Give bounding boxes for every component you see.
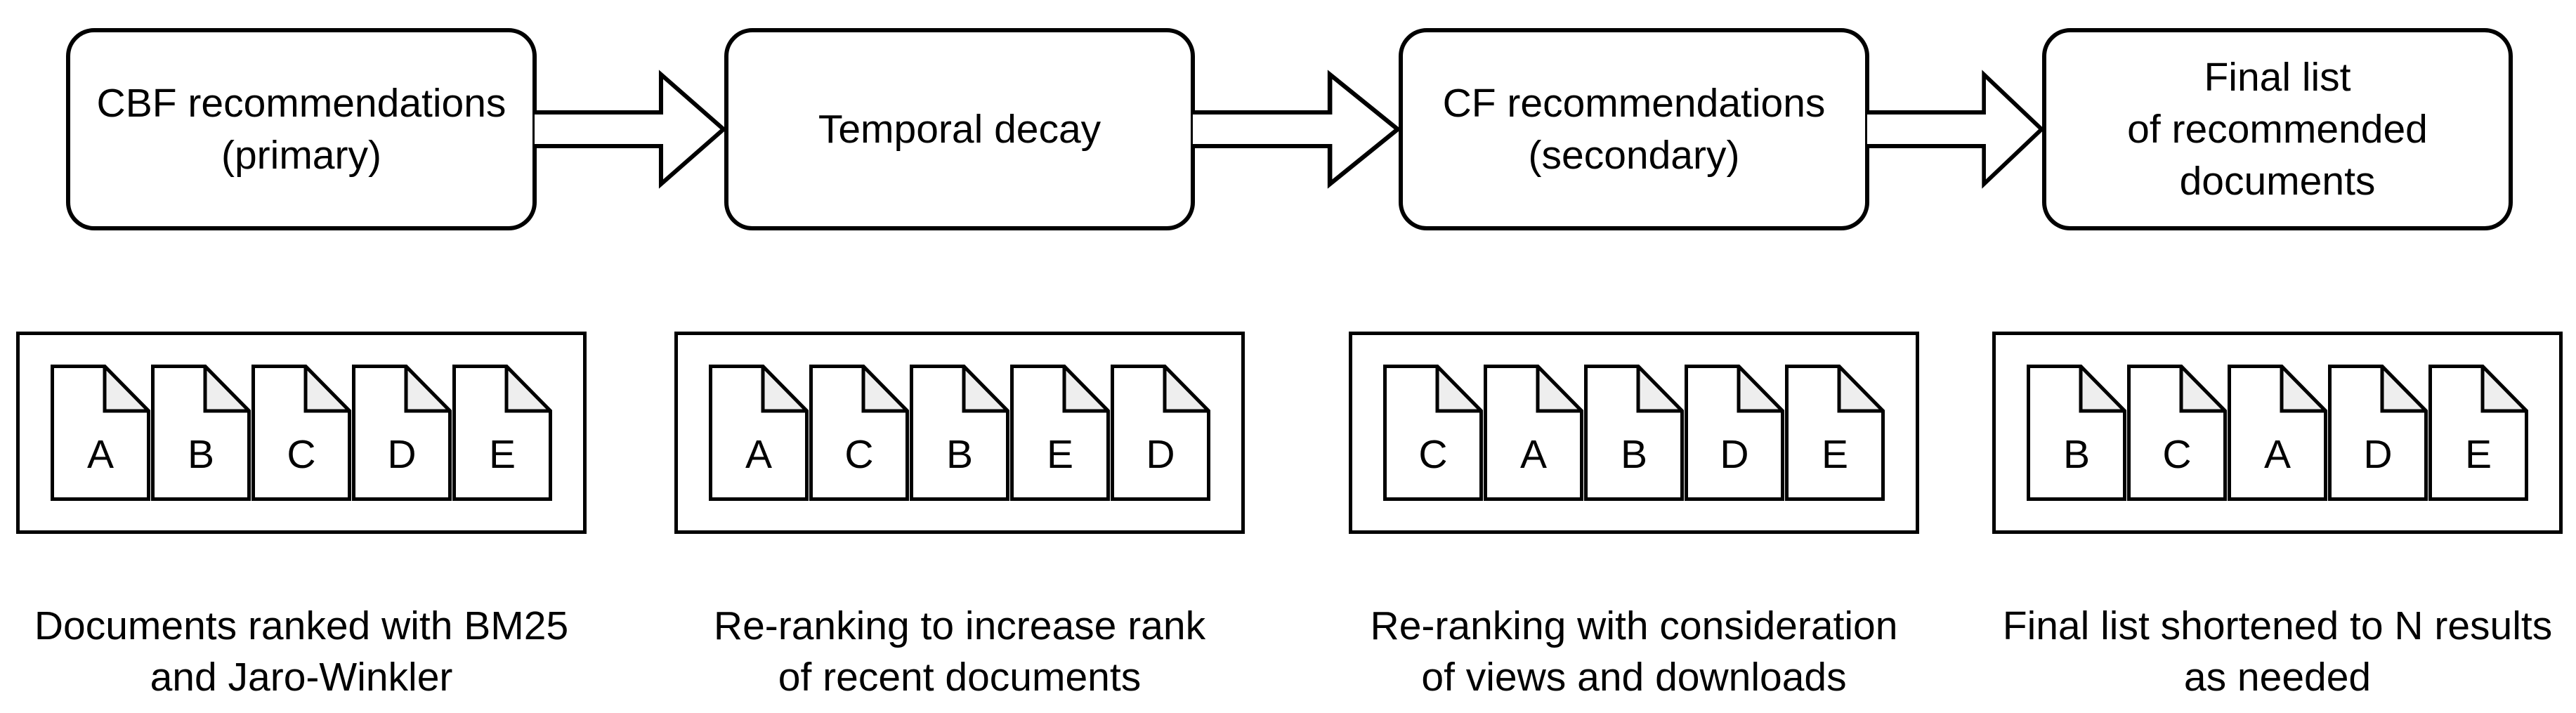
document-icon: A (2228, 365, 2327, 501)
document-letter: B (2062, 432, 2091, 478)
document-icon: A (1484, 365, 1583, 501)
document-letter: E (1046, 432, 1074, 478)
document-icon: E (2428, 365, 2528, 501)
document-letter: B (946, 432, 974, 478)
caption-final: Final list shortened to N results as nee… (2002, 603, 2553, 700)
document-icon: D (1111, 365, 1210, 501)
stage-label: Final list of recommended documents (2127, 54, 2428, 204)
document-icon: B (1584, 365, 1684, 501)
document-icon: D (1685, 365, 1784, 501)
document-icon: A (709, 365, 809, 501)
document-letter: B (1620, 432, 1648, 478)
stage-label: CF recommendations (secondary) (1442, 80, 1826, 178)
document-letter: C (2162, 432, 2192, 478)
document-letter: C (287, 432, 316, 478)
document-letter: D (2363, 432, 2393, 478)
document-letter: B (187, 432, 215, 478)
document-group-temporal: A C B E D (674, 332, 1245, 534)
document-group-cbf: A B C D E (16, 332, 587, 534)
document-icon: E (452, 365, 552, 501)
document-icon: A (51, 365, 150, 501)
stage-box-cbf-recommendations: CBF recommendations (primary) (66, 28, 537, 230)
document-letter: D (387, 432, 417, 478)
document-letter: A (745, 432, 773, 478)
caption-temporal: Re-ranking to increase rank of recent do… (713, 603, 1206, 700)
document-letter: A (86, 432, 115, 478)
document-icon: B (910, 365, 1009, 501)
flow-arrow-icon (1867, 70, 2044, 189)
document-letter: D (1720, 432, 1749, 478)
document-letter: C (1418, 432, 1448, 478)
document-icon: B (2027, 365, 2126, 501)
caption-cf: Re-ranking with consideration of views a… (1370, 603, 1898, 700)
document-icon: C (2127, 365, 2227, 501)
flow-arrow-icon (1193, 70, 1401, 189)
document-letter: E (488, 432, 516, 478)
document-icon: C (1383, 365, 1483, 501)
stage-label: CBF recommendations (primary) (96, 80, 506, 178)
document-group-cf: C A B D E (1349, 332, 1919, 534)
document-letter: A (2263, 432, 2291, 478)
stage-box-temporal-decay: Temporal decay (724, 28, 1195, 230)
stage-label: Temporal decay (818, 106, 1101, 152)
stage-box-final-list: Final list of recommended documents (2042, 28, 2513, 230)
document-icon: C (251, 365, 351, 501)
stage-box-cf-recommendations: CF recommendations (secondary) (1399, 28, 1869, 230)
document-icon: D (2328, 365, 2428, 501)
caption-cbf: Documents ranked with BM25 and Jaro-Wink… (34, 603, 569, 700)
document-letter: D (1146, 432, 1175, 478)
document-letter: E (2464, 432, 2492, 478)
flow-arrow-icon (535, 70, 726, 189)
document-group-final: B C A D E (1992, 332, 2563, 534)
document-icon: D (352, 365, 452, 501)
document-letter: C (844, 432, 874, 478)
document-letter: E (1821, 432, 1849, 478)
document-icon: B (151, 365, 251, 501)
document-icon: E (1785, 365, 1885, 501)
document-letter: A (1519, 432, 1548, 478)
document-icon: E (1010, 365, 1110, 501)
document-icon: C (809, 365, 909, 501)
